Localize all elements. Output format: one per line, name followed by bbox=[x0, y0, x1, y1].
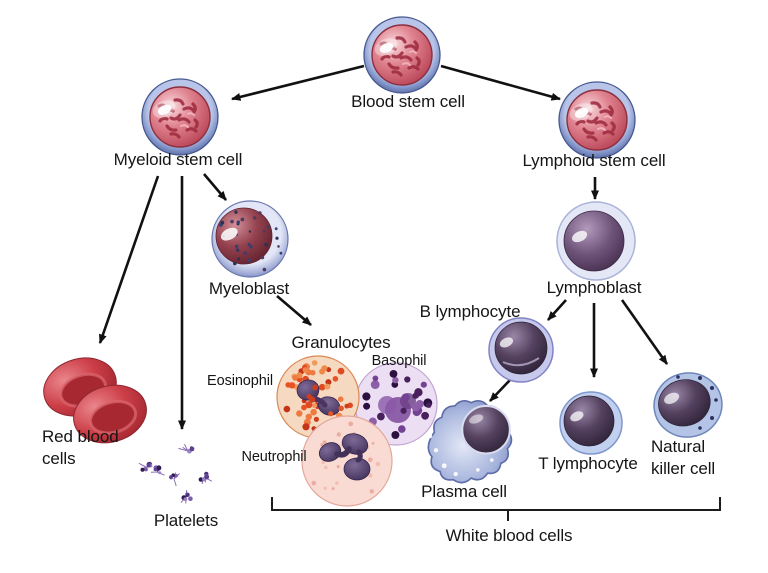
natural-killer-cell-illustration bbox=[653, 372, 723, 438]
arrow-b-to-plasma-cell bbox=[489, 379, 511, 402]
label-lymphoid-stem-cell: Lymphoid stem cell bbox=[522, 151, 666, 170]
label-platelets: Platelets bbox=[153, 511, 219, 530]
label-red-blood-cells: Red blood cells bbox=[42, 427, 119, 468]
red-blood-cells-illustration bbox=[43, 357, 147, 444]
myeloblast-illustration bbox=[211, 200, 289, 278]
label-myeloid-stem-cell: Myeloid stem cell bbox=[113, 150, 243, 169]
label-plasma-cell: Plasma cell bbox=[421, 482, 507, 501]
basophil-illustration bbox=[354, 362, 438, 446]
label-t-lymphocyte: T lymphocyte bbox=[538, 454, 638, 473]
arrow-lymphoblast-to-b-lymphocyte bbox=[547, 299, 567, 321]
label-neutrophil: Neutrophil bbox=[241, 449, 307, 465]
label-b-lymphocyte: B lymphocyte bbox=[419, 302, 521, 321]
arrow-blood-to-lymphoid bbox=[440, 64, 561, 101]
label-granulocytes: Granulocytes bbox=[291, 333, 391, 352]
arrow-lymphoblast-to-nk-cell bbox=[620, 299, 669, 365]
lineage-arrows bbox=[98, 64, 669, 430]
platelets-illustration bbox=[138, 443, 213, 504]
neutrophil-illustration bbox=[301, 415, 393, 507]
b-lymphocyte-illustration bbox=[488, 317, 554, 383]
label-white-blood-cells: White blood cells bbox=[445, 526, 573, 545]
blood-stem-cell-illustration bbox=[362, 15, 442, 95]
t-lymphocyte-illustration bbox=[559, 391, 623, 455]
lymphoid-stem-cell-illustration bbox=[557, 80, 637, 160]
label-lymphoblast: Lymphoblast bbox=[546, 278, 642, 297]
label-blood-stem-cell: Blood stem cell bbox=[351, 92, 465, 111]
arrow-myeloid-to-red-blood-cells bbox=[98, 175, 160, 344]
label-natural-killer-cell: Natural killer cell bbox=[651, 437, 716, 478]
label-basophil: Basophil bbox=[371, 353, 427, 369]
plasma-cell-illustration bbox=[427, 399, 513, 484]
myeloid-stem-cell-illustration bbox=[140, 77, 220, 157]
label-myeloblast: Myeloblast bbox=[208, 279, 290, 298]
lymphoblast-illustration bbox=[556, 201, 636, 281]
arrow-blood-to-myeloid bbox=[231, 64, 365, 101]
arrow-myeloblast-to-granulocytes bbox=[276, 295, 312, 326]
label-eosinophil: Eosinophil bbox=[207, 373, 273, 389]
white-blood-cells-bracket bbox=[271, 497, 721, 521]
arrow-myeloid-to-myeloblast bbox=[203, 173, 227, 201]
